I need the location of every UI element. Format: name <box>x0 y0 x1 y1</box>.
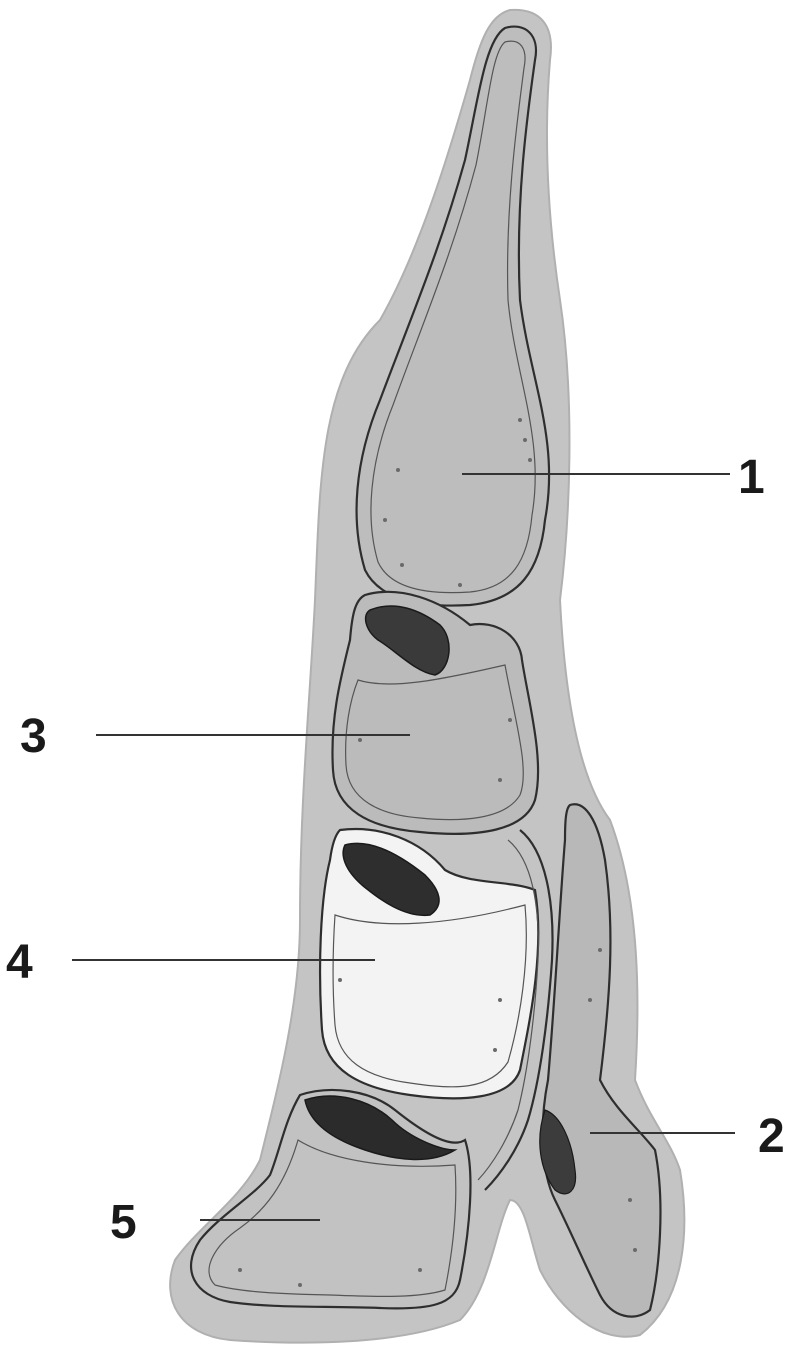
callout-1: 1 <box>738 451 765 504</box>
callout-5: 5 <box>110 1196 137 1249</box>
callout-4: 4 <box>6 936 33 989</box>
callout-3: 3 <box>20 710 47 763</box>
callout-2: 2 <box>758 1110 785 1163</box>
